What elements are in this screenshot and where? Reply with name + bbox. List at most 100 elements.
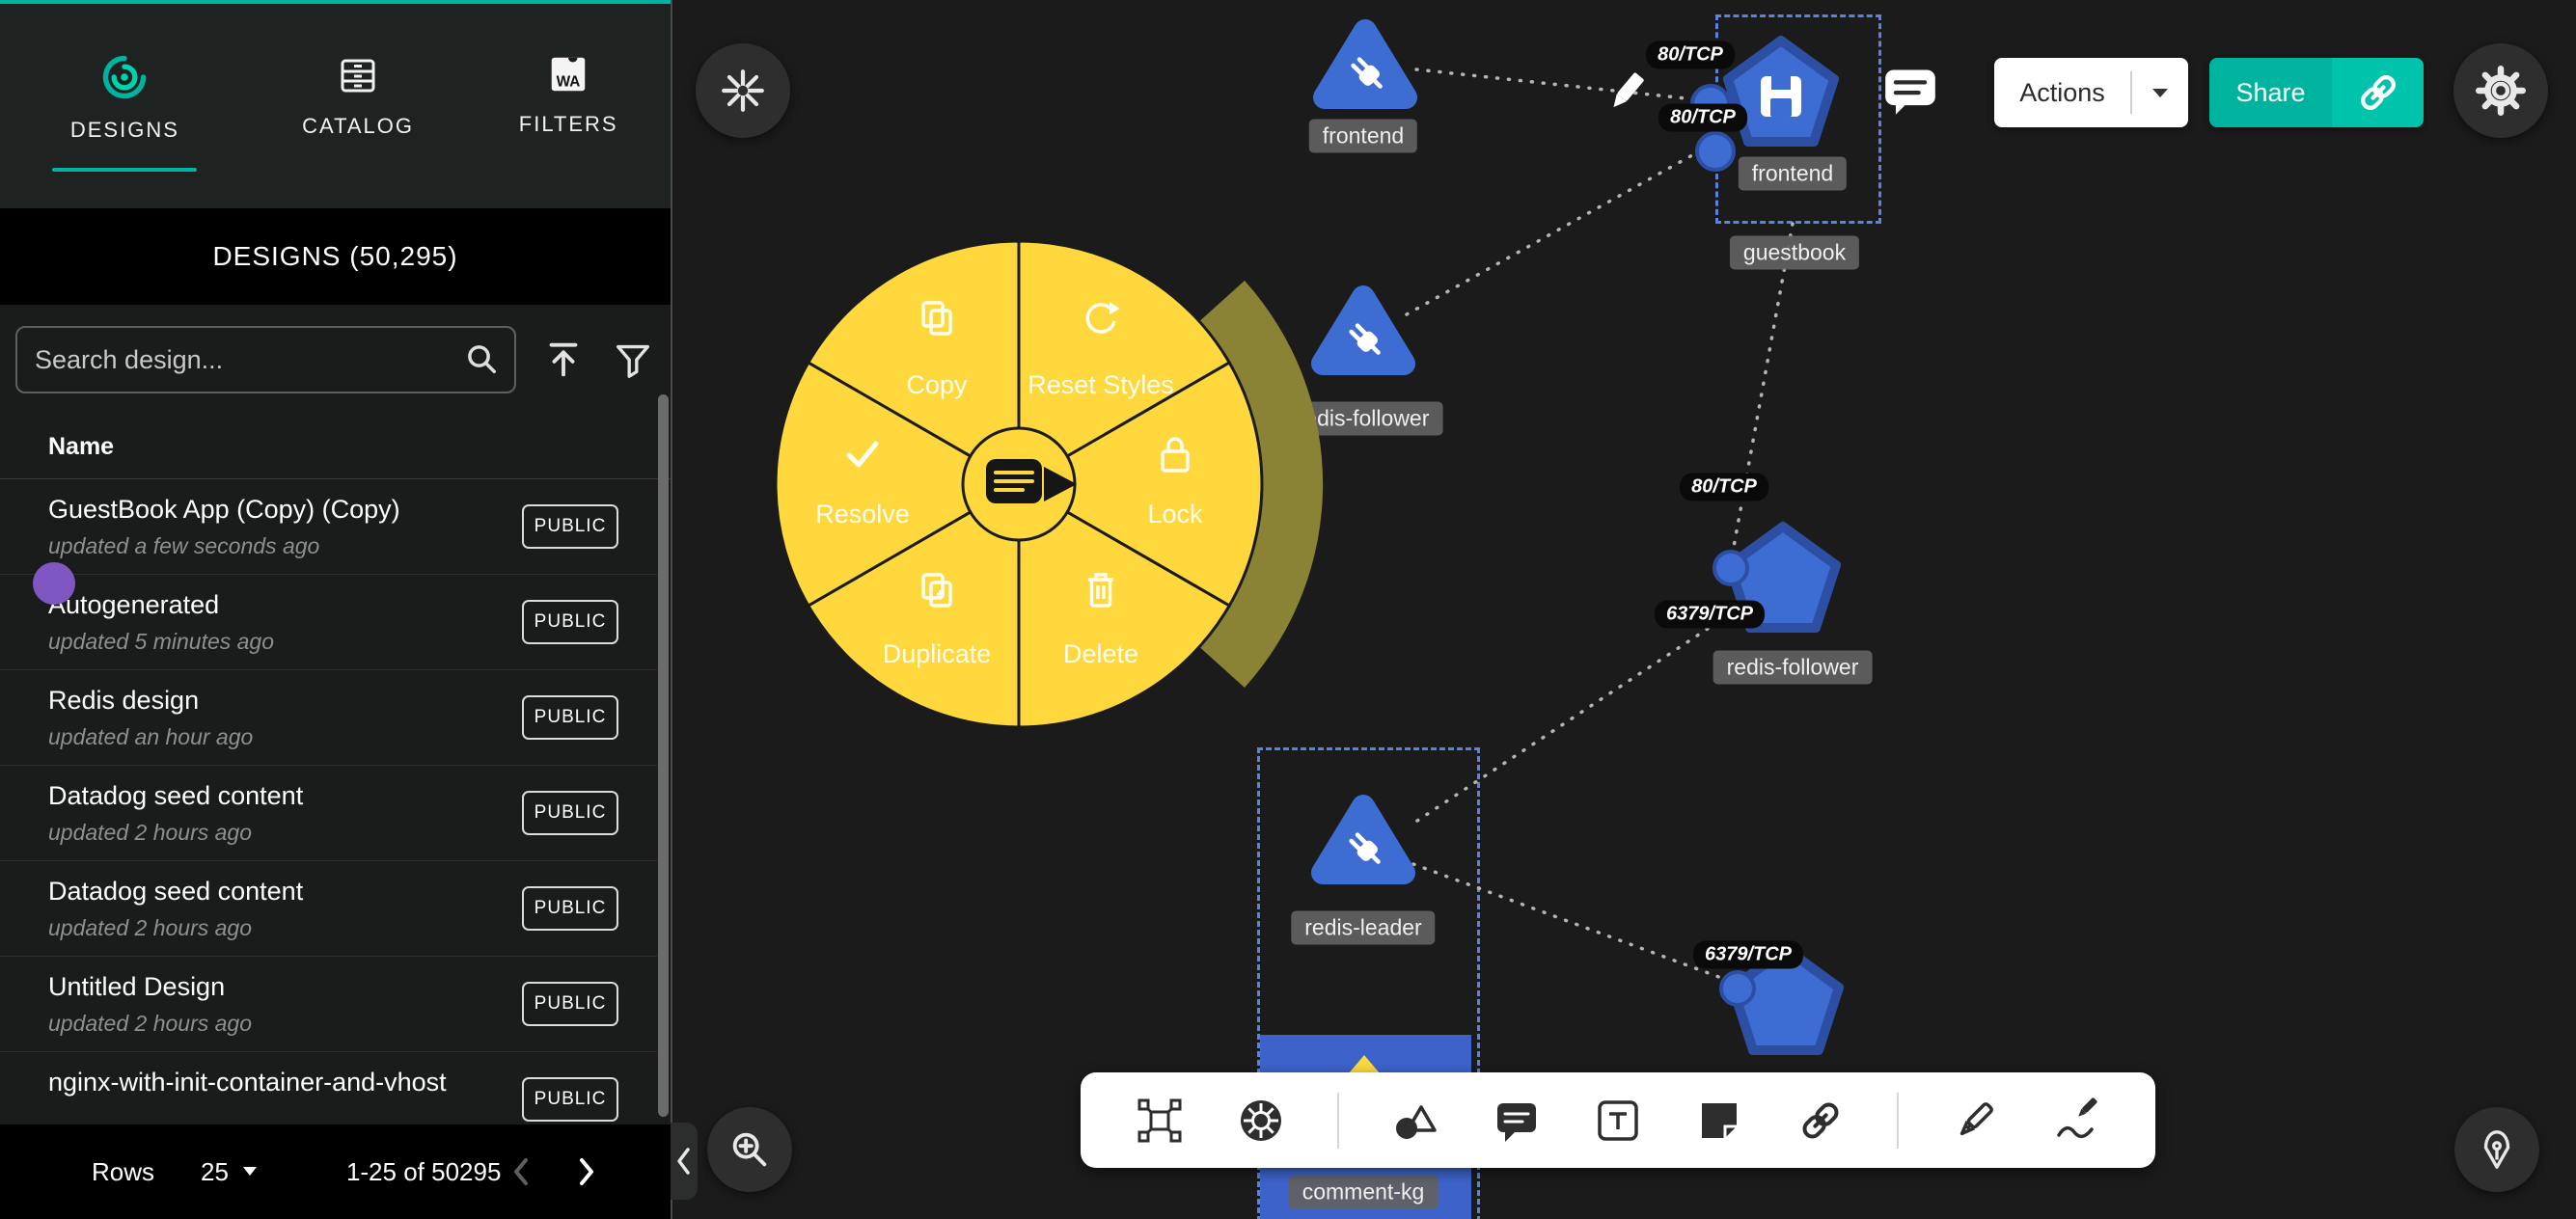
note-icon[interactable]: [1694, 1096, 1744, 1146]
node-label: redis-leader: [1291, 910, 1436, 945]
tab-filters[interactable]: WA FILTERS: [519, 4, 618, 212]
panel-title: DESIGNS (50,295): [0, 208, 671, 305]
copy-link-button[interactable]: [2332, 58, 2424, 127]
node-label: frontend: [1738, 156, 1848, 191]
search-icon[interactable]: [462, 339, 503, 380]
node-label: frontend: [1308, 119, 1418, 153]
design-name: Untitled Design: [48, 972, 226, 1001]
tab-catalog[interactable]: CATALOG: [302, 4, 414, 212]
design-name: Autogenerated: [48, 590, 220, 619]
text-icon[interactable]: [1593, 1096, 1643, 1146]
design-name: nginx-with-init-container-and-vhost: [48, 1068, 447, 1097]
node-guestbook-frontend[interactable]: [1713, 29, 1849, 164]
share-button[interactable]: Share: [2209, 58, 2332, 127]
radial-item-reset-styles[interactable]: Reset Styles: [1017, 239, 1232, 487]
design-icon[interactable]: [1135, 1096, 1185, 1146]
rows-label: Rows: [92, 1156, 155, 1186]
avatar: [33, 562, 75, 605]
design-updated: updated 2 hours ago: [48, 820, 253, 845]
design-row[interactable]: nginx-with-init-container-and-vhost PUBL…: [0, 1052, 657, 1124]
pagination-range: 1-25 of 50295: [345, 1156, 502, 1186]
radial-item-resolve[interactable]: Resolve: [774, 360, 1022, 609]
radial-label: Duplicate: [883, 639, 992, 668]
edge-label: 6379/TCP: [1692, 940, 1804, 969]
radial-item-delete[interactable]: Delete: [1017, 481, 1232, 729]
shapes-icon[interactable]: [1390, 1096, 1440, 1146]
search-row: [0, 305, 671, 415]
design-row[interactable]: Untitled Design updated 2 hours ago PUBL…: [0, 957, 657, 1052]
node-redis-follower-service[interactable]: [1305, 279, 1421, 385]
reset-icon: [1085, 302, 1120, 334]
meshsync-snapshot-button[interactable]: [696, 43, 790, 138]
chevron-down-icon: [2152, 88, 2168, 97]
rows-per-page-select[interactable]: 25: [201, 1157, 258, 1187]
node-frontend-service[interactable]: [1307, 13, 1423, 119]
design-row[interactable]: Datadog seed content updated 2 hours ago…: [0, 766, 657, 861]
visibility-badge: PUBLIC: [522, 791, 618, 835]
trash-icon: [1088, 573, 1113, 608]
radial-label: Resolve: [815, 500, 910, 528]
design-updated: updated a few seconds ago: [48, 533, 320, 558]
actions-button[interactable]: Actions: [1994, 58, 2188, 127]
radial-item-copy[interactable]: Copy: [806, 239, 1021, 487]
zoom-in-button[interactable]: [707, 1107, 792, 1192]
design-row[interactable]: Datadog seed content updated 2 hours ago…: [0, 861, 657, 957]
search-box[interactable]: [15, 326, 516, 393]
radial-item-duplicate[interactable]: Duplicate: [806, 481, 1021, 729]
svg-text:WA: WA: [557, 73, 581, 90]
design-list: GuestBook App (Copy) (Copy) updated a fe…: [0, 479, 657, 1124]
column-header-name[interactable]: Name: [0, 415, 671, 479]
link-icon: [2360, 75, 2396, 110]
radial-item-lock[interactable]: Lock: [1016, 360, 1264, 609]
sidebar-canvas-divider: [671, 0, 672, 1219]
plug-icon: [1349, 323, 1381, 355]
radial-label: Delete: [1063, 639, 1138, 668]
sidebar-scrollbar[interactable]: [658, 394, 669, 1117]
connection-dot[interactable]: [1695, 131, 1736, 172]
design-updated: updated 2 hours ago: [48, 915, 253, 940]
snowflake-icon: [722, 69, 764, 112]
pen-icon[interactable]: [1950, 1096, 2000, 1146]
node-redis-leader-service[interactable]: [1305, 788, 1421, 894]
sidebar: DESIGNS CATALOG WA FILTERS DE: [0, 0, 671, 1219]
node-label: comment-kg: [1288, 1175, 1439, 1209]
next-page-button[interactable]: [570, 1152, 603, 1191]
search-input[interactable]: [17, 344, 462, 375]
comment-bubble-icon[interactable]: [1883, 66, 1937, 116]
wasm-filter-icon: WA: [551, 57, 586, 92]
tab-designs[interactable]: DESIGNS: [52, 4, 198, 212]
visibility-badge: PUBLIC: [522, 600, 618, 644]
previous-page-button[interactable]: [505, 1152, 537, 1191]
design-row[interactable]: Redis design updated an hour ago PUBLIC: [0, 670, 657, 766]
sketch-icon[interactable]: [2051, 1096, 2101, 1146]
sidebar-collapse-handle[interactable]: [671, 1123, 698, 1200]
pagination-bar: Rows 25 1-25 of 50295: [0, 1124, 671, 1219]
comment-icon[interactable]: [1492, 1096, 1542, 1146]
kubernetes-icon[interactable]: [1236, 1096, 1286, 1146]
import-icon[interactable]: [541, 338, 586, 382]
connection-dot[interactable]: [1713, 550, 1749, 586]
edge-edit-pencil-icon[interactable]: [1602, 67, 1652, 117]
design-row[interactable]: GuestBook App (Copy) (Copy) updated a fe…: [0, 479, 657, 575]
edge-label: 80/TCP: [1658, 103, 1747, 132]
filter-funnel-icon[interactable]: [611, 338, 655, 382]
lock-icon: [1161, 437, 1190, 473]
design-row[interactable]: Autogenerated updated 5 minutes ago PUBL…: [0, 575, 657, 670]
actions-dropdown-toggle[interactable]: [2130, 71, 2188, 114]
toolbar-divider: [1337, 1092, 1339, 1149]
toolbar-divider: [1897, 1092, 1899, 1149]
active-tab-underline: [52, 168, 198, 172]
settings-button[interactable]: [2453, 43, 2548, 138]
plug-icon: [1349, 832, 1381, 864]
tab-filters-label: FILTERS: [518, 112, 618, 136]
visibility-badge: PUBLIC: [522, 504, 618, 549]
edge-label: 80/TCP: [1646, 41, 1735, 69]
radial-label: Copy: [906, 370, 968, 399]
tab-designs-label: DESIGNS: [69, 118, 179, 142]
radial-context-menu: Copy Reset Styles Lock: [774, 239, 1324, 729]
sketch-mode-button[interactable]: [2454, 1107, 2539, 1192]
node-label: redis-follower: [1713, 650, 1873, 685]
connection-dot[interactable]: [1719, 970, 1756, 1007]
link-icon[interactable]: [1795, 1096, 1846, 1146]
